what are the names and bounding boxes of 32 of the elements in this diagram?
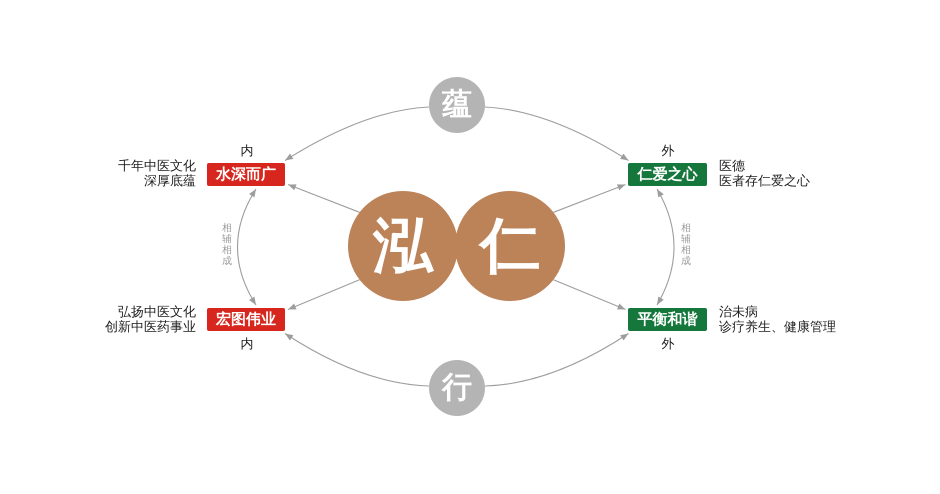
caption-text: 深厚底蕴 <box>144 174 196 190</box>
edge-label: 相辅相成 <box>222 223 232 267</box>
curved-arrow <box>484 106 629 161</box>
character-circle: 泓 <box>348 191 458 301</box>
heading-box: 宏图伟业 <box>207 308 285 331</box>
heading-box: 水深而广 <box>207 163 285 186</box>
curved-arrow <box>284 333 430 387</box>
character-circle: 蕴 <box>429 77 485 133</box>
side-label: 外 <box>662 144 674 160</box>
curved-arrow <box>656 188 675 306</box>
caption-text: 弘扬中医文化 <box>118 306 196 320</box>
heading-box: 平衡和谐 <box>628 308 707 331</box>
caption-text: 治未病 <box>719 306 758 320</box>
curved-arrow <box>236 188 256 306</box>
arrow <box>553 184 626 213</box>
arrow <box>288 279 360 310</box>
caption-text: 医德 <box>719 160 745 174</box>
character-circle: 行 <box>429 360 485 416</box>
heading-box: 仁爱之心 <box>628 163 707 186</box>
side-label: 外 <box>662 338 674 352</box>
arrow <box>288 184 360 213</box>
caption-text: 创新中医药事业 <box>105 320 196 336</box>
side-label: 内 <box>240 338 254 352</box>
caption-text: 医者存仁爱之心 <box>719 174 810 190</box>
curved-arrow <box>284 106 430 161</box>
side-label: 内 <box>240 144 254 160</box>
caption-text: 千年中医文化 <box>118 160 196 174</box>
curved-arrow <box>484 333 629 387</box>
arrow <box>553 279 626 310</box>
edge-label: 相辅相成 <box>680 223 692 267</box>
character-circle: 仁 <box>455 191 565 301</box>
caption-text: 诊疗养生、健康管理 <box>719 320 836 336</box>
